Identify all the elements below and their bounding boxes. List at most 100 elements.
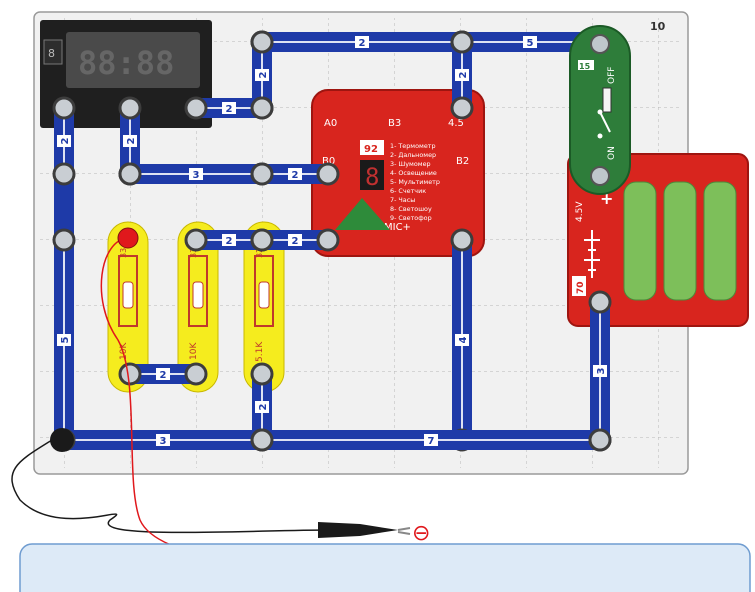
- mode-item: 6- Счетчик: [390, 187, 426, 195]
- module-badge-box: [360, 140, 384, 155]
- wire-snap: [250, 362, 274, 386]
- wire-left-vert-long[interactable]: 5: [52, 228, 76, 452]
- wire-snap: [316, 162, 340, 186]
- wire-snap: [316, 228, 340, 252]
- wire-snap: [250, 428, 274, 452]
- meter-digits: 88:88: [78, 44, 174, 82]
- wire-label-box: [455, 69, 469, 81]
- switch-off-label: OFF: [607, 67, 617, 84]
- mode-item: 2- Дальномер: [390, 151, 436, 159]
- wire-label-box: [523, 36, 537, 48]
- battery-symbol: [584, 230, 600, 278]
- wire-label: 4: [458, 336, 469, 343]
- module-7seg: [360, 160, 384, 190]
- mode-item: 9- Светофор: [390, 214, 432, 222]
- wire-snap: [52, 96, 76, 120]
- wire-label-box: [156, 434, 170, 446]
- battery-badge-box: [572, 276, 586, 296]
- wire-label: 2: [126, 137, 137, 144]
- wire-top-1[interactable]: 2: [250, 30, 474, 54]
- wire-snap: [250, 96, 274, 120]
- wire-center-vert[interactable]: 4: [450, 228, 474, 452]
- wire-label-box: [222, 234, 236, 246]
- wire-label-box: [156, 368, 170, 380]
- resistor-badge: 33: [119, 248, 128, 258]
- wire-snap: [52, 228, 76, 252]
- wire-label-box: [123, 135, 137, 147]
- mode-item: 3- Шумомер: [390, 160, 431, 168]
- wire-snap: [250, 228, 274, 252]
- wire-label-box: [455, 334, 469, 346]
- pin-label-b0: B0: [322, 156, 335, 167]
- wire-label-box: [255, 401, 269, 413]
- mode-item: 7- Часы: [390, 196, 415, 204]
- pin-label-a0: A0: [324, 118, 337, 129]
- wire-snap: [450, 30, 474, 54]
- wire-snap: [118, 96, 142, 120]
- wire-mid-b[interactable]: 2: [250, 228, 340, 252]
- battery-holder: + 4.5V 70: [567, 153, 749, 327]
- wire-bottom-a[interactable]: 3: [52, 428, 274, 452]
- wire-snap: [52, 162, 76, 186]
- wire-label: 3: [160, 436, 167, 447]
- wire-label: 3: [596, 367, 607, 374]
- resistor-value: 10K: [119, 342, 129, 360]
- black-clip-tip: [397, 527, 411, 535]
- wire-row2-b[interactable]: 2: [250, 162, 340, 186]
- resistor-value: 5.1K: [255, 341, 265, 362]
- pin-label-b2: B2: [456, 156, 469, 167]
- switch[interactable]: 15 OFF ON: [569, 25, 631, 195]
- wire-snap: [588, 428, 612, 452]
- wire-label: 2: [226, 104, 233, 115]
- wire-bottom-b[interactable]: 7: [250, 428, 612, 452]
- info-panel: [19, 543, 751, 592]
- wire-label: 2: [160, 370, 167, 381]
- resistor-2: 33 10K: [177, 221, 219, 393]
- meter-badge: 8: [48, 47, 55, 60]
- wire-battery-vert[interactable]: 3: [588, 290, 612, 452]
- board-number: 10: [650, 20, 666, 33]
- wire-row1[interactable]: 2: [184, 96, 274, 120]
- switch-slider[interactable]: [602, 87, 612, 113]
- wire-label-box: [57, 135, 71, 147]
- wire-label-box: [255, 69, 269, 81]
- wire-left-vert-top[interactable]: 2: [52, 96, 76, 186]
- black-lead-plug[interactable]: [50, 428, 74, 452]
- wire-snap: [588, 290, 612, 314]
- wire-snap: [118, 362, 142, 386]
- black-clip[interactable]: [318, 522, 398, 538]
- red-lead-plug[interactable]: [117, 227, 139, 249]
- wire-right-top-vert[interactable]: 2: [450, 30, 474, 120]
- mode-item: 4- Освещение: [390, 169, 437, 177]
- wire-snap: [184, 96, 208, 120]
- wire-label: 5: [527, 38, 534, 49]
- wire-snap: [250, 162, 274, 186]
- wire-row2-a[interactable]: 3: [118, 162, 274, 186]
- battery-cell: [703, 181, 737, 301]
- mode-item: 8- Светошоу: [390, 205, 432, 213]
- wire-res-link[interactable]: 2: [118, 362, 208, 386]
- pin-label-mic: MIC+: [384, 222, 411, 233]
- wire-label: 5: [60, 336, 71, 343]
- pin-label-v45: 4.5: [448, 118, 464, 129]
- module-7seg-digit: 8: [365, 163, 379, 191]
- resistor-badge: 32: [255, 248, 264, 258]
- mode-item: 1- Термометр: [390, 142, 436, 150]
- wire-label-box: [57, 334, 71, 346]
- wire-snap: [450, 96, 474, 120]
- switch-badge: 15: [579, 62, 591, 71]
- wire-snap: [118, 162, 142, 186]
- wire-label: 2: [226, 236, 233, 247]
- wire-label: 2: [359, 38, 366, 49]
- wire-label: 2: [60, 137, 71, 144]
- wire-snap: [184, 362, 208, 386]
- wire-label-box: [189, 168, 203, 180]
- battery-badge: 70: [576, 281, 586, 294]
- switch-on-label: ON: [607, 146, 617, 160]
- battery-cell: [663, 181, 697, 301]
- wire-label-box: [288, 168, 302, 180]
- probe-minus-symbol: ⊖: [412, 521, 430, 546]
- resistor-badge: 33: [189, 248, 198, 258]
- wire-label-box: [593, 365, 607, 377]
